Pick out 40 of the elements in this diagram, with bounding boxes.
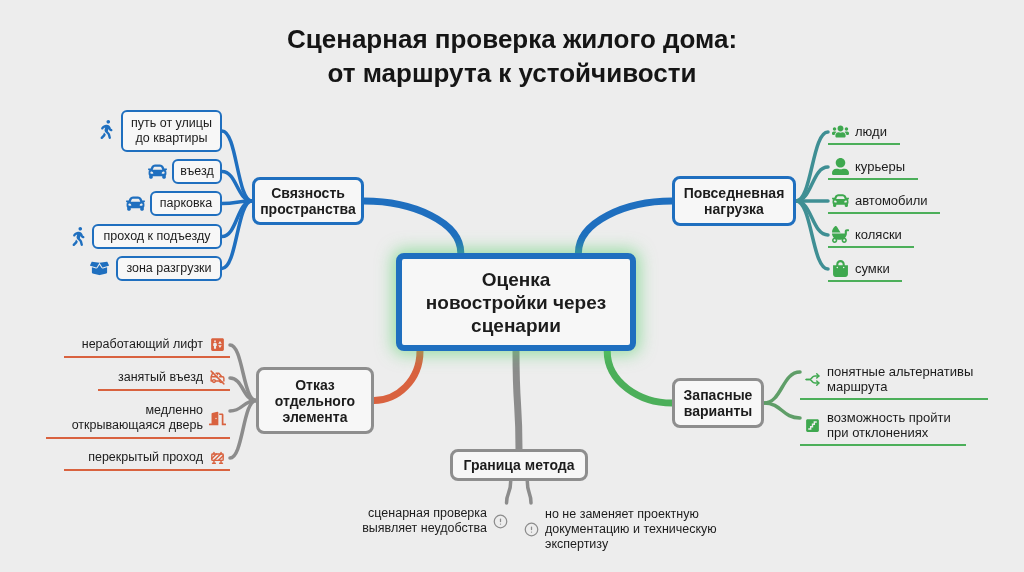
connector-line — [228, 376, 258, 403]
item-box — [116, 256, 222, 281]
node-text: автомобили — [855, 192, 928, 208]
node-text: сумки — [855, 260, 890, 276]
node-text: перекрытый проход — [88, 449, 203, 465]
connector-line — [504, 479, 513, 505]
item-box — [150, 191, 222, 216]
node-text: курьеры — [855, 158, 905, 174]
item-box — [172, 159, 222, 184]
central-topic-box — [396, 253, 636, 351]
node-text: путь от улицы до квартиры — [130, 116, 213, 146]
topic-box — [450, 449, 588, 481]
node-text: медленно открывающаяся дверь — [70, 403, 203, 433]
item-box — [92, 224, 222, 249]
node-text: коляски — [855, 226, 902, 242]
topic-box — [256, 367, 374, 434]
connector-line — [525, 479, 533, 505]
topic-box — [252, 177, 364, 225]
title: Сценарная проверка жилого дома: от маршрута к устойчивости — [285, 23, 739, 90]
connector-line — [762, 401, 802, 420]
node-text: въезд — [180, 164, 214, 179]
node-text: понятные альтернативы маршрута — [827, 364, 975, 394]
node-text: занятый въезд — [118, 369, 203, 385]
item-box — [121, 110, 222, 152]
node-text: неработающий лифт — [81, 336, 203, 352]
node-text: но не заменяет проектную документацию и техническую экспертизу — [545, 506, 718, 552]
node-text: сценарная проверка выявляет неудобства — [361, 506, 487, 536]
node-text: Запасные варианты — [682, 387, 754, 419]
node-text: зона разгрузки — [126, 261, 212, 276]
node-text: возможность пройти при отклонениях — [827, 410, 952, 440]
node-text: Отказ отдельного элемента — [273, 376, 357, 425]
node-text: Граница метода — [463, 457, 575, 473]
node-text: Связность пространства — [259, 185, 357, 217]
node-text: Повседневная нагрузка — [682, 185, 786, 217]
node-text: Оценка новостройки через сценарии — [424, 267, 608, 337]
topic-box — [672, 176, 796, 226]
node-text: парковка — [159, 196, 213, 211]
topic-box — [672, 378, 764, 428]
node-text: проход к подъезду — [103, 229, 211, 244]
node-text: люди — [855, 123, 887, 139]
